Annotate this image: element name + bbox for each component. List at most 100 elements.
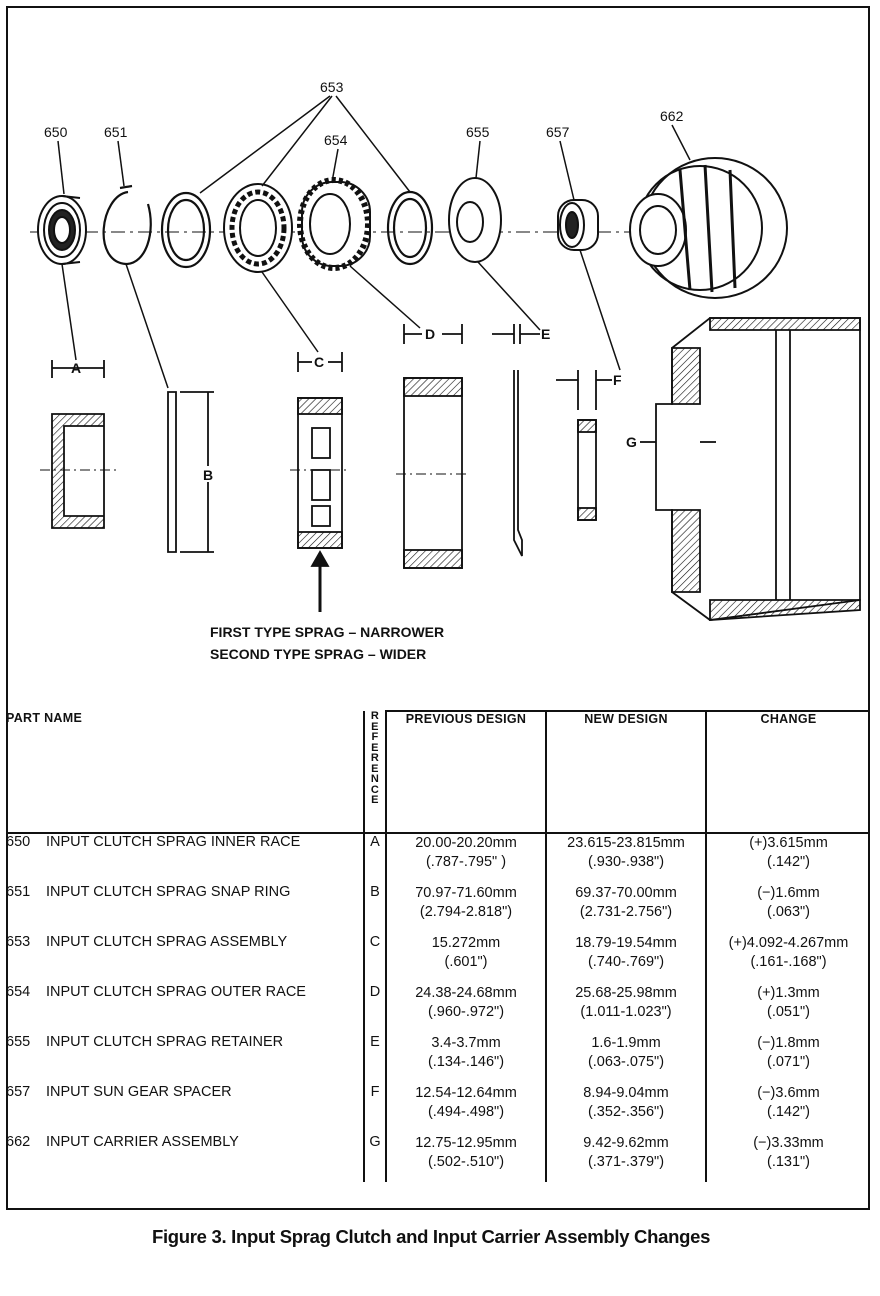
section-d-outer-race: D [396,324,470,569]
reference-cell: D [363,984,387,1034]
reference-cell: G [363,1134,387,1182]
new-mm: 8.94-9.04mm [583,1085,669,1101]
callout-657: 657 [546,124,575,201]
part-number: 653 [6,934,31,950]
svg-text:B: B [203,467,213,483]
new-in: (1.011-1.023") [580,1004,672,1020]
previous-in: (.601") [444,954,488,970]
change-cell: (−)1.8mm (.071") [705,1034,870,1084]
change-cell: (+)4.092-4.267mm(.161-.168") [705,934,870,984]
part-650-inner-race [37,195,87,265]
callout-655: 655 [466,124,490,179]
change-cell: (+)3.615mm (.142") [705,833,870,884]
previous-design-cell: 3.4-3.7mm(.134-.146") [385,1034,546,1084]
section-e-retainer: E [492,324,550,557]
change-cell: (−)1.6mm (.063") [705,884,870,934]
section-f-spacer: F [556,370,622,521]
new-in: (.740-.769") [587,954,665,970]
svg-text:G: G [626,434,637,450]
change-in: (.131") [766,1154,811,1170]
part-name: INPUT CLUTCH SPRAG SNAP RING [46,884,291,900]
previous-in: (.494-.498") [427,1104,505,1120]
part-number: 655 [6,1034,31,1050]
new-in: (2.731-2.756") [579,904,673,920]
previous-design-cell: 12.54-12.64mm (.494-.498") [385,1084,546,1134]
new-design-cell: 1.6-1.9mm(.063-.075") [545,1034,706,1084]
previous-mm: 12.75-12.95mm [415,1135,517,1151]
section-g-carrier-housing: G [626,317,861,621]
new-design-cell: 8.94-9.04mm (.352-.356") [545,1084,706,1134]
change-mm: (−)1.6mm [757,885,820,901]
new-design-cell: 69.37-70.00mm(2.731-2.756") [545,884,706,934]
previous-mm: 3.4-3.7mm [431,1035,501,1051]
figure-caption: Figure 3. Input Sprag Clutch and Input C… [151,1226,711,1247]
part-name: INPUT CLUTCH SPRAG INNER RACE [46,834,301,850]
change-in: (.071") [766,1054,811,1070]
change-mm: (+)1.3mm [757,985,820,1001]
part-name: INPUT CLUTCH SPRAG OUTER RACE [46,984,306,1000]
part-number: 657 [6,1084,31,1100]
change-in: (.063") [766,904,811,920]
figure-frame [6,6,870,1210]
previous-in: (.787-.795" ) [425,854,507,870]
previous-in: (.960-.972") [427,1004,505,1020]
change-in: (.142") [766,854,811,870]
part-662-carrier [629,157,788,299]
change-mm: (+)3.615mm [749,835,828,851]
previous-mm: 12.54-12.64mm [415,1085,517,1101]
svg-text:651: 651 [104,124,128,140]
svg-text:A: A [71,360,81,376]
svg-text:C: C [314,354,324,370]
change-mm: (−)3.33mm [753,1135,824,1151]
exploded-parts-diagram: 650 651 653 654 655 657 662 A [30,79,861,662]
reference-cell: B [363,884,387,934]
new-design-header: NEW DESIGN [545,710,706,834]
change-cell: (+)1.3mm (.051") [705,984,870,1034]
callout-662: 662 [660,108,691,161]
reference-cell: E [363,1034,387,1084]
part-653-ring-left [160,191,212,269]
part-654-outer-race [297,177,371,271]
new-in: (.063-.075") [587,1054,665,1070]
new-design-cell: 23.615-23.815mm(.930-.938") [545,833,706,884]
previous-mm: 70.97-71.60mm [415,885,517,901]
new-mm: 25.68-25.98mm [575,985,677,1001]
section-b-snap-ring: B [167,391,214,553]
previous-design-cell: 24.38-24.68mm (.960-.972") [385,984,546,1034]
change-header: CHANGE [705,710,870,834]
change-in: (.051") [766,1004,811,1020]
new-design-cell: 9.42-9.62mm (.371-.379") [545,1134,706,1182]
change-mm: (−)1.8mm [757,1035,820,1051]
part-name: INPUT CARRIER ASSEMBLY [46,1134,239,1150]
table-header-row: PART NAME REFERENCE PREVIOUS DESIGN NEW … [6,710,870,834]
svg-text:F: F [613,372,622,388]
part-number: 654 [6,984,31,1000]
new-in: (.352-.356") [587,1104,665,1120]
new-mm: 9.42-9.62mm [583,1135,669,1151]
specifications-table: PART NAME REFERENCE PREVIOUS DESIGN NEW … [6,710,870,1182]
new-design-cell: 18.79-19.54mm (.740-.769") [545,934,706,984]
part-name-header: PART NAME [6,711,364,834]
change-cell: (−)3.33mm (.131") [705,1134,870,1182]
new-in: (.371-.379") [587,1154,665,1170]
new-mm: 18.79-19.54mm [575,935,677,951]
change-mm: (−)3.6mm [757,1085,820,1101]
reference-cell: C [363,934,387,984]
previous-in: (2.794-2.818") [419,904,513,920]
section-leaders [61,249,621,389]
section-a-inner-race: A [40,360,116,529]
part-name: INPUT CLUTCH SPRAG RETAINER [46,1034,284,1050]
previous-design-header: PREVIOUS DESIGN [385,710,546,834]
part-653-ring-right [386,190,434,266]
svg-text:650: 650 [44,124,68,140]
previous-mm: 24.38-24.68mm [415,985,517,1001]
